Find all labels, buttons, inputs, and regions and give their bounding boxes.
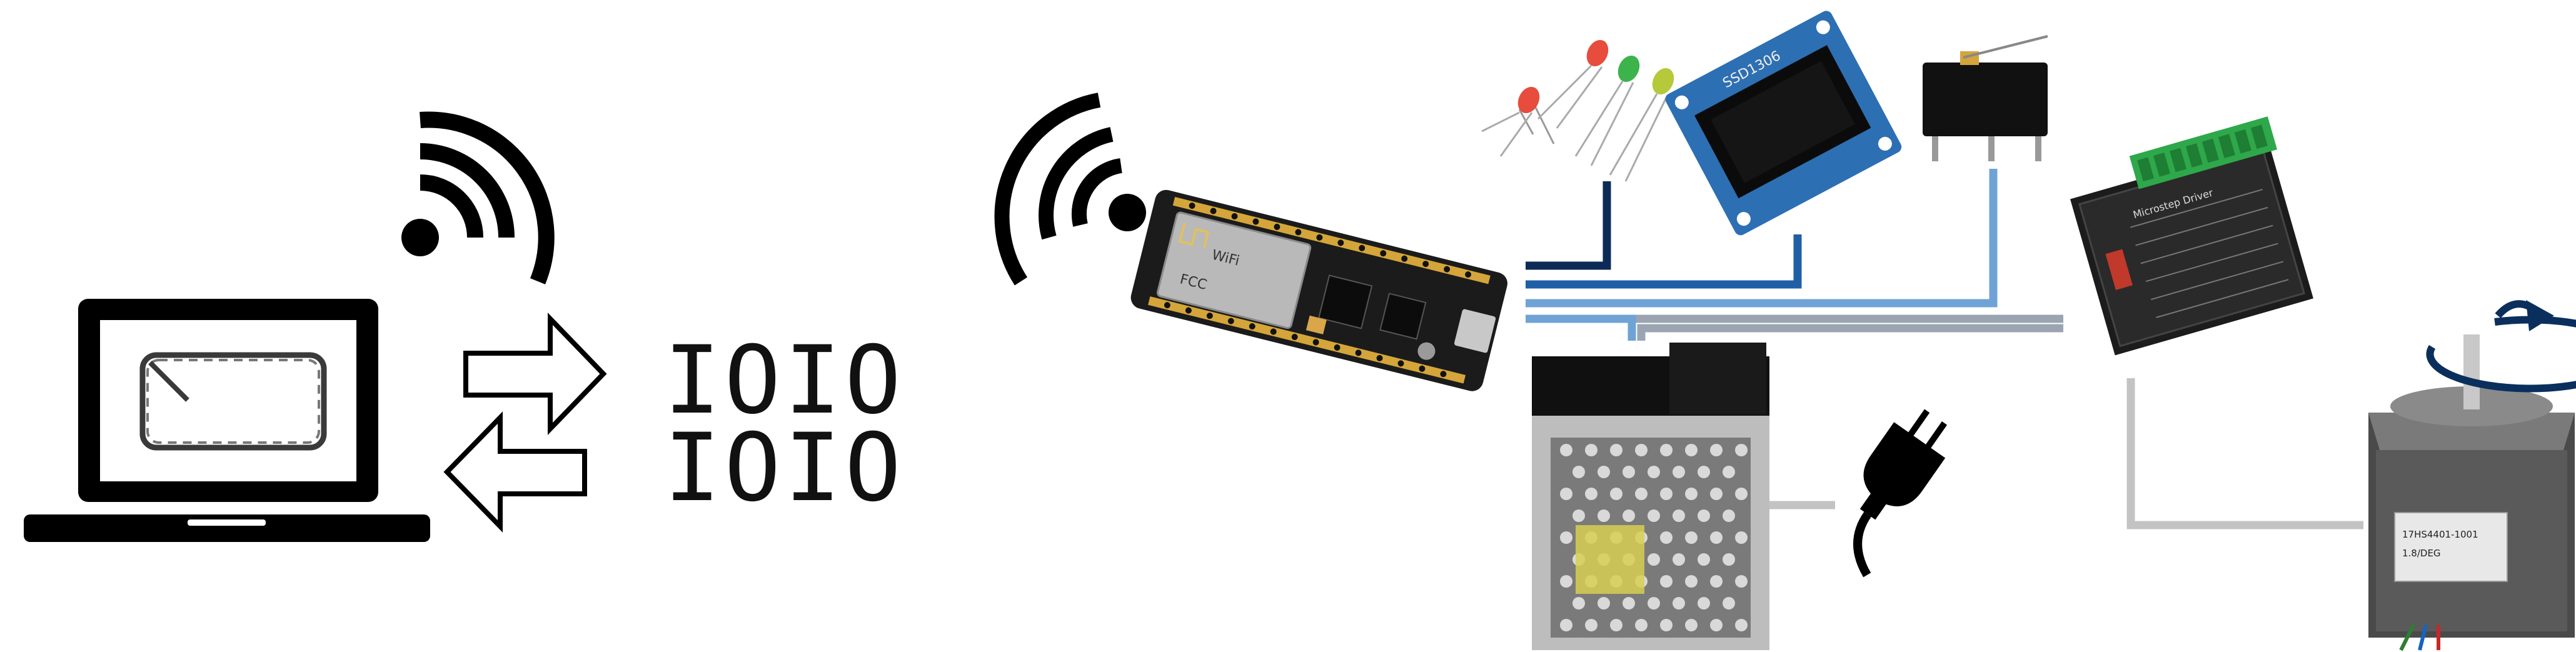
nodemcu-board: WiFi FCC	[1130, 189, 1507, 391]
wifi-icon-esp	[994, 93, 1146, 286]
led-yellow	[1609, 68, 1674, 182]
oled-display: SSD1306	[1665, 11, 1902, 236]
motor-label-2: 1.8/DEG	[2402, 548, 2441, 559]
line-oled	[1526, 234, 1802, 289]
arrow-left-icon	[443, 411, 587, 533]
led-red	[1481, 86, 1555, 157]
rotation-arrow-icon	[2426, 300, 2576, 393]
motor-label-1: 17HS4401-1001	[2402, 529, 2478, 540]
line-psu-a	[1526, 314, 1636, 341]
binary-line-1: IOIO	[664, 326, 905, 435]
line-switch	[1526, 169, 1998, 308]
limit-switch	[1923, 35, 2048, 161]
plug-icon	[1853, 409, 1948, 578]
connection-lines	[1526, 169, 2363, 529]
line-psu-b	[1637, 324, 2063, 341]
power-supply	[1532, 343, 1769, 650]
stepper-motor: 17HS4401-1001 1.8/DEG	[2368, 334, 2575, 651]
line-leds	[1526, 181, 1611, 270]
arrow-right-icon	[463, 313, 607, 435]
led-red-main	[1537, 39, 1609, 129]
laptop-icon	[24, 299, 430, 542]
line-motor	[2126, 378, 2363, 529]
led-green	[1574, 55, 1640, 166]
wifi-icon	[401, 111, 555, 284]
stepper-driver: Microstep Driver	[2070, 116, 2313, 356]
binary-line-2: IOIO	[664, 414, 905, 523]
